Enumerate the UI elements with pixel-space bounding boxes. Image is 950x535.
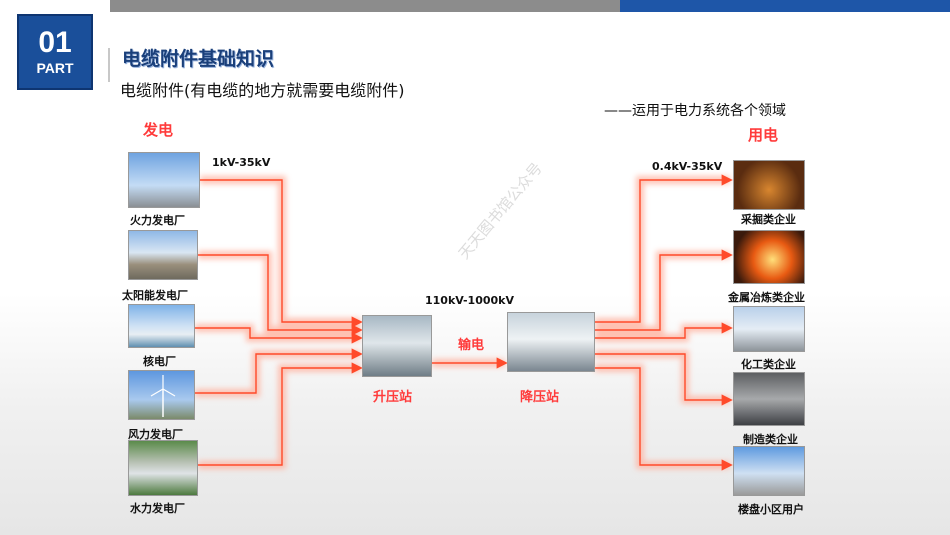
consumer-label-residential: 楼盘小区用户 xyxy=(738,503,804,516)
page-title: 电缆附件基础知识 xyxy=(122,48,275,70)
consumer-label-metal: 金属冶炼类企业 xyxy=(728,291,805,304)
label-consumption: 用电 xyxy=(748,126,779,144)
solar-plant-photo xyxy=(128,230,198,280)
line-solar xyxy=(198,254,363,336)
consumer-label-manufacturing: 制造类企业 xyxy=(743,433,798,446)
mining-photo xyxy=(733,160,805,210)
voltage-generation: 1kV-35kV xyxy=(212,156,271,169)
wind-plant-photo xyxy=(128,370,195,420)
line-mining xyxy=(595,174,733,323)
wind-turbine-icon xyxy=(150,375,176,417)
consumer-label-mining: 采掘类企业 xyxy=(741,213,796,226)
top-bar-blue xyxy=(620,0,950,12)
consumer-label-chemical: 化工类企业 xyxy=(741,358,796,371)
thermal-plant-photo xyxy=(128,152,200,208)
voltage-transmission: 110kV-1000kV xyxy=(425,294,514,307)
metal-smelting-photo xyxy=(733,230,805,284)
top-bar xyxy=(110,0,950,12)
top-bar-gray xyxy=(110,0,620,12)
chemical-plant-photo xyxy=(733,306,805,352)
voltage-consumption: 0.4kV-35kV xyxy=(652,160,723,173)
label-transmission: 输电 xyxy=(458,338,485,353)
line-manufacturing xyxy=(595,353,733,406)
label-generation: 发电 xyxy=(143,121,174,139)
source-label-thermal: 火力发电厂 xyxy=(130,214,185,227)
manufacturing-photo xyxy=(733,372,805,426)
usage-note: ——运用于电力系统各个领域 xyxy=(604,103,786,119)
residential-photo xyxy=(733,446,805,496)
line-thermal xyxy=(200,179,363,328)
source-label-hydro: 水力发电厂 xyxy=(130,502,185,515)
step-down-station-photo xyxy=(507,312,595,372)
source-label-solar: 太阳能发电厂 xyxy=(122,289,188,302)
line-hydro xyxy=(198,362,363,466)
step-up-station-photo xyxy=(362,315,432,377)
badge-part: PART xyxy=(36,60,74,76)
line-chemical xyxy=(595,322,733,339)
line-residential xyxy=(595,367,733,471)
hydro-plant-photo xyxy=(128,440,198,496)
header-divider xyxy=(108,48,110,82)
badge-number: 01 xyxy=(38,26,72,59)
source-label-nuclear: 核电厂 xyxy=(143,355,176,368)
step-up-station-label: 升压站 xyxy=(373,390,413,405)
part-badge: 01 PART xyxy=(17,14,93,90)
line-nuclear xyxy=(195,327,363,344)
source-label-wind: 风力发电厂 xyxy=(128,428,183,441)
line-wind xyxy=(195,348,363,394)
step-down-station-label: 降压站 xyxy=(520,390,560,405)
line-metal xyxy=(595,249,733,331)
nuclear-plant-photo xyxy=(128,304,195,348)
page-subtitle: 电缆附件(有电缆的地方就需要电缆附件) xyxy=(120,81,405,100)
